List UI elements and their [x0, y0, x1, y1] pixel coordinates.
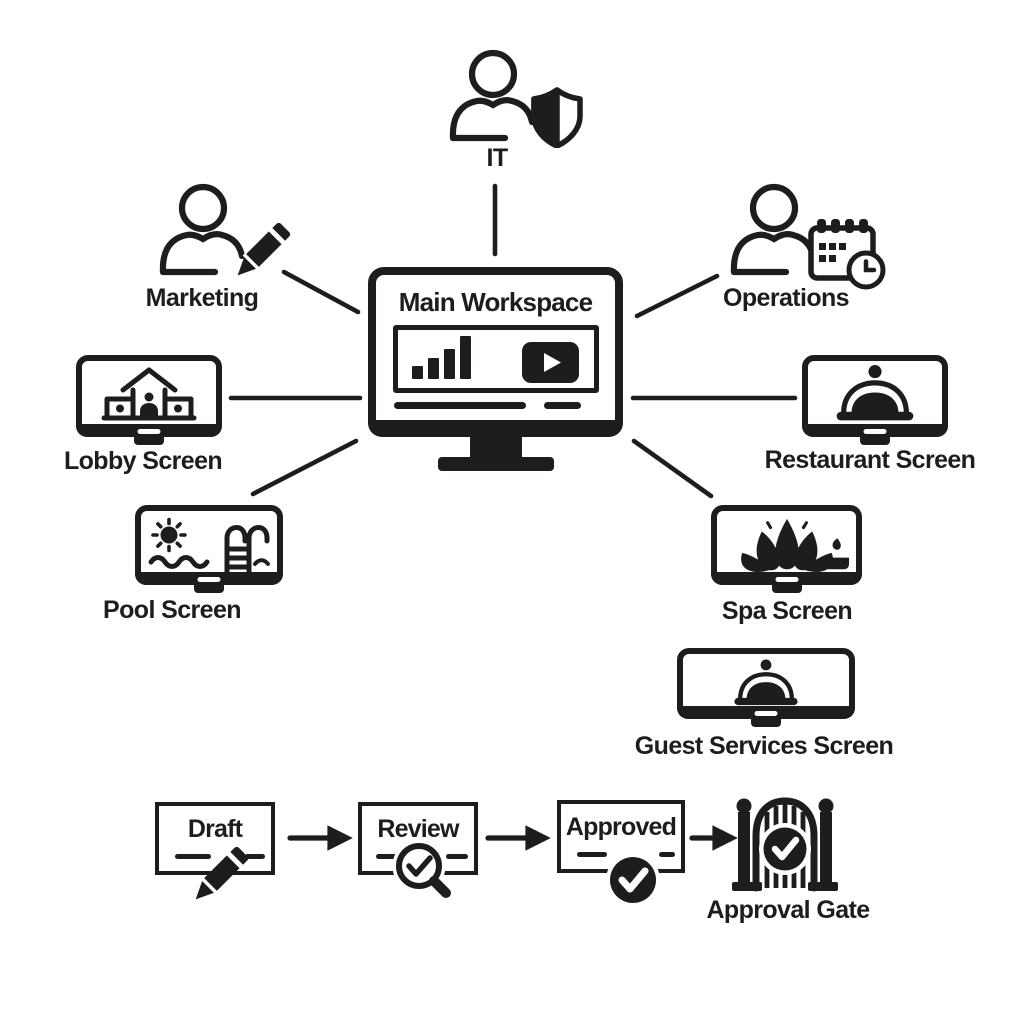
gate-check-icon [732, 797, 838, 892]
screen-node-pool [135, 505, 283, 593]
tv-stand-tab [751, 718, 781, 727]
tv-notch [197, 577, 221, 582]
tv-notch [137, 429, 161, 434]
dashed-line [659, 852, 675, 857]
workflow-step-approved: Approved [557, 800, 685, 907]
dashed-line [376, 854, 398, 859]
actor-label-marketing: Marketing [145, 284, 259, 312]
actor-label-it: IT [486, 144, 508, 172]
cloche-icon [836, 365, 914, 421]
workflow-step-review: Review [358, 802, 478, 900]
screen-node-restaurant [802, 355, 948, 445]
person-pencil-icon [128, 182, 293, 283]
bar-chart-icon [412, 336, 471, 379]
monitor-title: Main Workspace [398, 287, 593, 317]
screen-label-spa: Spa Screen [721, 597, 853, 625]
tv-notch [863, 429, 887, 434]
workflow-step-label: Approved [565, 813, 677, 841]
text-line [394, 402, 526, 409]
check-circle-icon [606, 853, 660, 907]
play-button-icon [522, 342, 579, 383]
tv-stand-tab [771, 584, 802, 593]
screen-node-spa [711, 505, 862, 593]
sun-pool-ladder-icon [148, 517, 270, 575]
screen-node-lobby [76, 355, 222, 445]
screen-label-pool: Pool Screen [103, 596, 242, 624]
workflow-arrows [287, 825, 738, 851]
workflow-step-label: Review [377, 815, 459, 843]
cloche-icon [734, 659, 798, 706]
dashed-line [245, 854, 265, 859]
text-line [544, 402, 581, 409]
actor-node-it [420, 48, 585, 148]
person-calendar-clock-icon [706, 182, 886, 290]
monitor-bezel [368, 420, 623, 437]
workflow-step-draft: Draft [155, 802, 275, 907]
tv-stand-tab [194, 584, 224, 593]
screen-label-restaurant: Restaurant Screen [764, 446, 976, 474]
hotel-building-icon [101, 367, 197, 421]
dashed-line [175, 854, 211, 859]
dashboard-preview [393, 325, 599, 393]
dashed-line [577, 852, 607, 857]
screen-label-guest-services: Guest Services Screen [634, 732, 894, 760]
main-workspace-monitor: Main Workspace [368, 267, 623, 437]
tv-notch [754, 711, 778, 716]
monitor-stand-neck [470, 437, 522, 459]
tv-stand-tab [860, 436, 890, 445]
actor-label-operations: Operations [723, 284, 850, 312]
monitor-stand-base [438, 457, 554, 471]
actor-node-marketing [128, 182, 303, 294]
lotus-candle-icon [740, 518, 849, 579]
pencil-icon [188, 844, 251, 907]
tv-stand-tab [134, 436, 164, 445]
magnifier-check-icon [392, 840, 453, 900]
workflow-step-label: Draft [187, 815, 243, 843]
screen-node-guest-services [677, 648, 855, 727]
actor-node-operations [706, 182, 890, 294]
tv-notch [775, 577, 798, 582]
approval-gate-label: Approval Gate [706, 896, 870, 924]
screen-label-lobby: Lobby Screen [63, 447, 223, 475]
person-shield-icon [420, 48, 583, 148]
dashed-line [446, 854, 468, 859]
